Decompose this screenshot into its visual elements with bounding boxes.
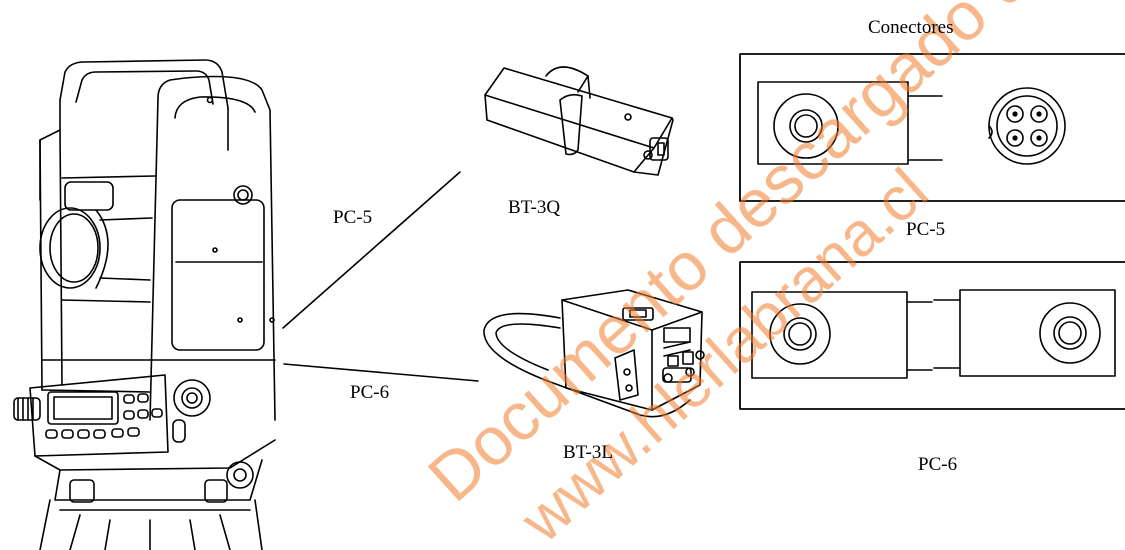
pc6-connector-diagram <box>739 261 1125 410</box>
battery-label-bt3q: BT-3Q <box>508 197 561 218</box>
battery-label-bt3l: BT-3L <box>563 442 613 463</box>
pc5-cable-line <box>282 171 461 329</box>
connector-label-pc5: PC-5 <box>906 219 946 240</box>
connector-label-pc6: PC-6 <box>918 454 958 475</box>
cable-label-pc6: PC-6 <box>350 382 390 403</box>
bt3l-battery-drawing <box>483 289 705 418</box>
pc5-connector-diagram <box>739 53 1125 202</box>
pc6-cable-line <box>283 363 479 382</box>
bt3q-battery-drawing <box>484 66 674 176</box>
total-station-drawing <box>13 59 276 550</box>
connectors-title: Conectores <box>868 17 954 38</box>
cable-label-pc5: PC-5 <box>333 207 373 228</box>
